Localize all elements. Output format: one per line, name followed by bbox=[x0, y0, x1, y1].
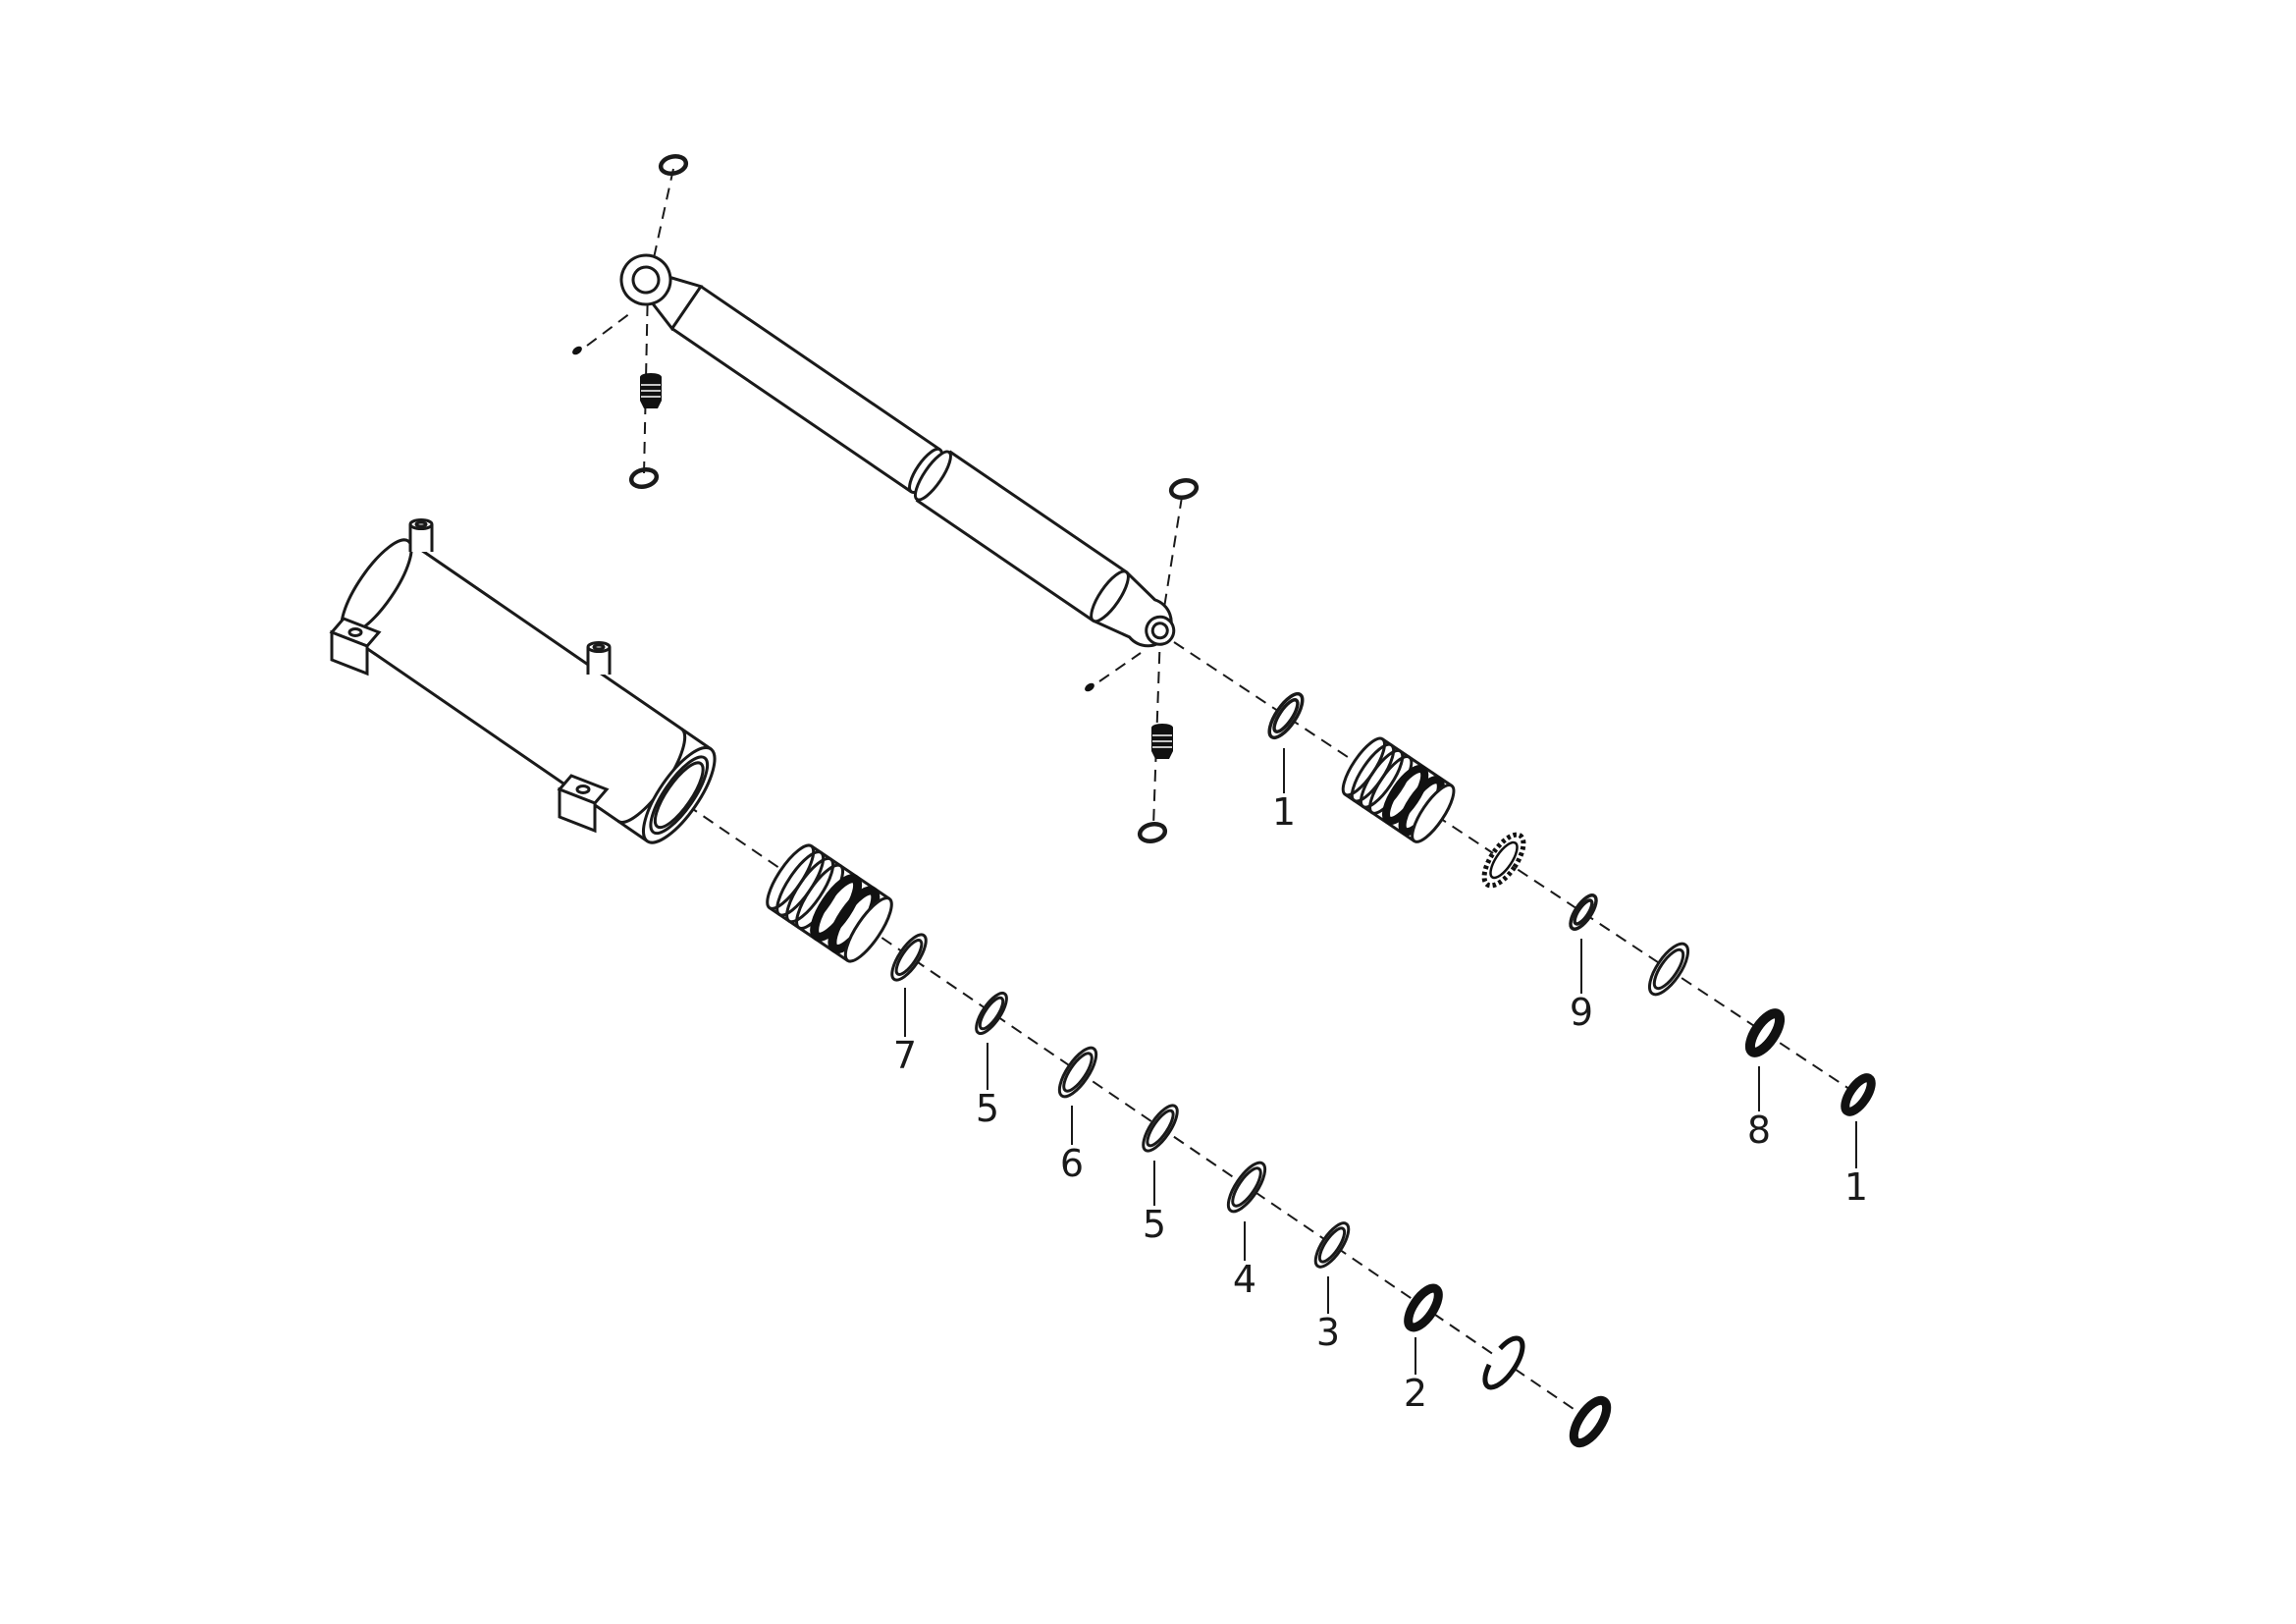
clevis-eye-inner bbox=[1150, 622, 1169, 640]
centerline-top-clevis-lower bbox=[643, 284, 649, 476]
callout-label: 5 bbox=[976, 1087, 999, 1130]
centerline-bottom-clevis-lower bbox=[1152, 631, 1161, 828]
centerline-top-pin bbox=[586, 309, 635, 347]
backup-ring bbox=[1647, 942, 1690, 997]
lock-washer bbox=[1481, 832, 1526, 889]
callout-3: 3 bbox=[1316, 1276, 1340, 1354]
piston-rod-assembly bbox=[619, 253, 1176, 648]
callout-1b: 1 bbox=[1844, 1121, 1868, 1209]
pin-bottom bbox=[1083, 680, 1096, 694]
o-ring-top-lower bbox=[630, 467, 659, 489]
callout-4: 4 bbox=[1233, 1221, 1256, 1301]
o-ring-2 bbox=[1404, 1283, 1443, 1332]
callout-6: 6 bbox=[1060, 1106, 1084, 1185]
o-ring-bottom-upper bbox=[1170, 478, 1199, 500]
seal-ring-1a bbox=[1267, 691, 1305, 740]
o-ring-end bbox=[1569, 1395, 1612, 1448]
callout-label: 2 bbox=[1404, 1372, 1427, 1415]
callout-7: 7 bbox=[893, 988, 917, 1077]
callout-1a: 1 bbox=[1272, 748, 1296, 834]
seal-ring-5b bbox=[1142, 1104, 1179, 1153]
barrel-port-boss-2 bbox=[586, 641, 612, 677]
barrel-bore-face bbox=[642, 745, 717, 844]
cylinder-barrel bbox=[340, 538, 717, 844]
callout-2: 2 bbox=[1404, 1337, 1427, 1415]
seal-ring-3 bbox=[1313, 1221, 1351, 1269]
callout-9: 9 bbox=[1570, 939, 1593, 1034]
callout-label: 6 bbox=[1060, 1142, 1084, 1185]
grease-fitting-top bbox=[639, 372, 663, 409]
seal-ring-5a bbox=[975, 991, 1008, 1036]
seal-ring-6 bbox=[1057, 1046, 1098, 1099]
callouts: 1 9 8 1 7 5 6 5 bbox=[893, 748, 1868, 1415]
tube-end-seam bbox=[1090, 569, 1130, 623]
rod-eye-inner bbox=[631, 265, 661, 295]
callout-5a: 5 bbox=[976, 1043, 999, 1130]
callout-8: 8 bbox=[1747, 1066, 1771, 1152]
gland bbox=[766, 843, 893, 963]
callout-label: 5 bbox=[1143, 1203, 1166, 1246]
o-ring-bottom-lower bbox=[1139, 822, 1167, 843]
piston bbox=[1341, 736, 1456, 843]
barrel-bore-inner bbox=[653, 761, 705, 830]
centerline-bottom-pin bbox=[1098, 652, 1142, 682]
o-ring-top-upper bbox=[660, 154, 688, 176]
grease-fitting-bottom bbox=[1150, 723, 1174, 760]
callout-label: 8 bbox=[1747, 1109, 1771, 1152]
o-ring-1b bbox=[1841, 1073, 1876, 1116]
callout-label: 9 bbox=[1570, 991, 1593, 1034]
snap-ring bbox=[1482, 1335, 1525, 1390]
callout-label: 1 bbox=[1844, 1165, 1868, 1209]
callout-label: 1 bbox=[1272, 790, 1296, 834]
callout-5b: 5 bbox=[1143, 1161, 1166, 1246]
seal-ring-9 bbox=[1569, 893, 1598, 931]
seal-ring-7 bbox=[890, 933, 928, 982]
seal-ring-4 bbox=[1226, 1161, 1267, 1214]
seal-ring-8 bbox=[1744, 1008, 1786, 1057]
centerline-bottom-clevis-upper bbox=[1159, 496, 1183, 633]
callout-label: 7 bbox=[893, 1034, 917, 1077]
pin-top bbox=[570, 344, 584, 357]
callout-label: 4 bbox=[1233, 1258, 1256, 1301]
callout-label: 3 bbox=[1316, 1311, 1340, 1354]
barrel-port-boss-1 bbox=[408, 518, 434, 554]
